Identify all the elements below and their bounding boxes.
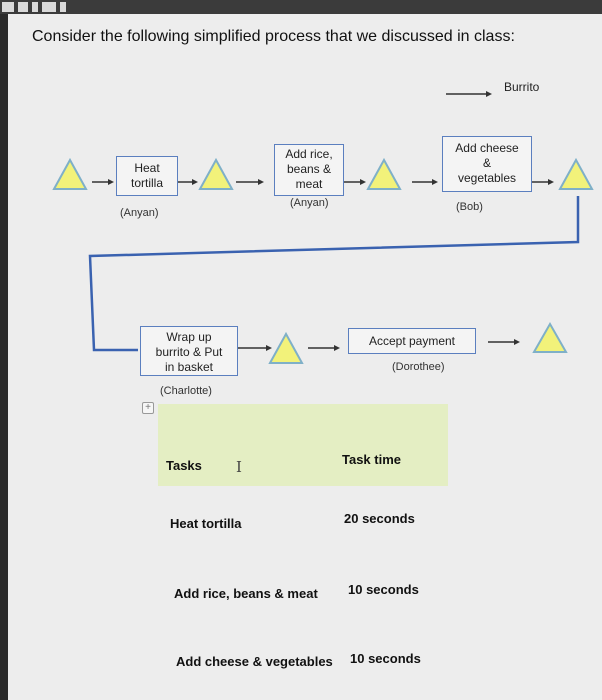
text-cursor-icon: I (236, 458, 242, 476)
row2-time: 10 seconds (348, 582, 419, 597)
triangle-buffer-2 (366, 157, 402, 190)
step-heat-tortilla-line2: tortilla (130, 176, 163, 190)
step-add-cheese-line3: vegetables (457, 171, 517, 185)
row3-task: Add cheese & vegetables (176, 654, 333, 669)
step-add-rice-line2: beans & (286, 162, 332, 176)
row1-task: Heat tortilla (170, 516, 242, 531)
step-add-cheese-line2: & (482, 156, 491, 170)
triangle-buffer-3 (268, 331, 304, 364)
step-accept-payment: Accept payment (348, 328, 476, 354)
triangle-end-row2 (532, 321, 568, 353)
chevron-right-icon[interactable] (60, 2, 66, 12)
burrito-label: Burrito (504, 80, 540, 94)
step-add-cheese: Add cheese & vegetables (442, 136, 532, 192)
owner-anyan-1: (Anyan) (120, 207, 159, 219)
add-icon[interactable]: + (142, 402, 154, 414)
header-task-time: Task time (342, 452, 402, 467)
step-accept-payment-label: Accept payment (368, 334, 456, 348)
step-heat-tortilla: Heat tortilla (116, 156, 178, 196)
document-page: Consider the following simplified proces… (8, 14, 602, 700)
table-header-row (158, 404, 448, 486)
step-wrap-line2: burrito & Put (155, 345, 223, 359)
step-add-rice: Add rice, beans & meat (274, 144, 344, 196)
row1-time: 20 seconds (344, 511, 415, 526)
step-heat-tortilla-line1: Heat (134, 161, 160, 175)
toolbar (0, 0, 602, 14)
owner-anyan-2: (Anyan) (290, 197, 329, 209)
step-add-cheese-line1: Add cheese (455, 141, 519, 155)
owner-charlotte: (Charlotte) (160, 385, 212, 397)
step-add-rice-line1: Add rice, (285, 147, 333, 161)
row3-time: 10 seconds (350, 651, 421, 666)
layout-icon[interactable] (42, 2, 56, 12)
triangle-buffer-1 (198, 157, 234, 190)
chevron-down-icon[interactable] (32, 2, 38, 12)
page-icon[interactable] (18, 2, 28, 12)
row2-task: Add rice, beans & meat (174, 586, 318, 601)
triangle-start (52, 157, 88, 190)
owner-bob: (Bob) (456, 201, 483, 213)
owner-dorothee: (Dorothee) (392, 361, 445, 373)
process-diagram (52, 91, 594, 364)
view-icon[interactable] (2, 2, 14, 12)
step-wrap-burrito: Wrap up burrito & Put in basket (140, 326, 238, 376)
return-line (88, 196, 580, 352)
header-tasks: Tasks (166, 458, 202, 473)
step-wrap-line1: Wrap up (166, 330, 212, 344)
triangle-end-row1 (558, 157, 594, 190)
step-wrap-line3: in basket (164, 360, 214, 374)
page-heading: Consider the following simplified proces… (32, 28, 515, 45)
step-add-rice-line3: meat (295, 177, 323, 191)
